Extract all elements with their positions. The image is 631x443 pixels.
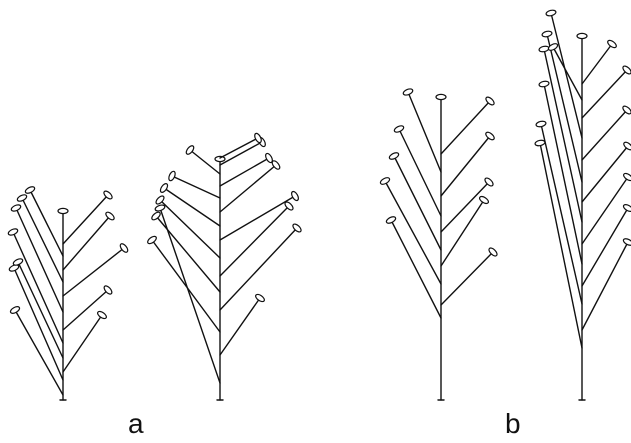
branch-a1-10 — [63, 216, 110, 270]
branch-a1-4 — [18, 262, 63, 358]
branch-b2-9 — [547, 34, 582, 182]
branch-b2-2 — [582, 242, 628, 330]
leaf-a2-8 — [290, 190, 300, 201]
leaf-b1-1 — [385, 215, 396, 224]
top-leaf-b1 — [436, 94, 446, 99]
branch-a1-3 — [63, 315, 102, 372]
leaf-b1-5 — [388, 151, 399, 160]
branch-b1-9 — [408, 92, 441, 172]
branch-b2-14 — [582, 44, 612, 84]
branch-a2-2 — [220, 298, 260, 355]
branch-b2-5 — [544, 84, 582, 264]
branch-b2-12 — [582, 70, 627, 118]
branch-b1-2 — [441, 252, 493, 305]
branch-a2-13 — [190, 150, 220, 174]
branch-a1-12 — [63, 195, 108, 244]
leaf-a2-9 — [159, 182, 169, 193]
leaf-b1-9 — [402, 88, 413, 97]
leaf-a2-3 — [146, 235, 157, 245]
branch-b2-6 — [582, 177, 628, 244]
leaf-b2-6 — [622, 172, 631, 182]
leaf-b2-14 — [606, 39, 617, 49]
branch-b2-3 — [541, 124, 582, 304]
top-leaf-a1 — [58, 208, 68, 213]
top-leaf-b2 — [577, 33, 587, 38]
leaf-a1-5 — [7, 228, 18, 237]
branch-a1-9 — [22, 198, 63, 282]
leaf-a2-1 — [154, 204, 165, 212]
leaf-b2-9 — [542, 30, 553, 37]
branch-a1-1 — [15, 310, 63, 395]
branch-b2-13 — [553, 47, 582, 100]
branch-a2-14 — [220, 142, 262, 165]
panel-label-b: b — [505, 410, 521, 438]
leaf-a2-12 — [264, 152, 273, 163]
branch-b1-8 — [441, 136, 490, 196]
leaf-b1-4 — [478, 195, 489, 205]
leaf-b1-3 — [379, 176, 390, 185]
branch-a1-8 — [63, 248, 124, 296]
panel-label-a: a — [128, 410, 144, 438]
leaf-a2-2 — [254, 293, 265, 303]
branch-b2-1 — [540, 143, 582, 348]
top-leaf-a2 — [215, 156, 225, 161]
branch-a2-6 — [220, 206, 289, 276]
branch-a2-10 — [220, 165, 276, 212]
branch-a2-11 — [172, 176, 220, 198]
leaf-b2-8 — [622, 141, 631, 151]
leaf-a1-3 — [96, 310, 107, 320]
leaf-b1-7 — [393, 124, 404, 133]
branch-a2-1 — [160, 208, 220, 383]
leaf-a1-9 — [16, 193, 27, 202]
branch-b1-7 — [399, 129, 441, 216]
leaf-a1-11 — [24, 185, 35, 194]
leaf-a2-15 — [253, 132, 262, 143]
branch-a2-3 — [152, 240, 220, 332]
leaf-a1-4 — [12, 258, 23, 267]
branch-b2-4 — [582, 208, 628, 286]
branch-a1-5 — [13, 232, 63, 343]
branch-a1-6 — [63, 290, 108, 330]
branch-b2-10 — [582, 110, 627, 160]
leaf-a1-8 — [119, 242, 129, 253]
leaf-a2-11 — [168, 170, 177, 181]
leaf-a1-7 — [10, 204, 21, 213]
leaf-b2-5 — [539, 80, 550, 87]
leaf-b2-1 — [535, 139, 546, 146]
branch-a2-7 — [160, 200, 220, 258]
leaf-a1-1 — [9, 305, 20, 314]
branch-b2-7 — [544, 49, 582, 222]
branch-b2-8 — [582, 146, 628, 202]
branch-a2-12 — [220, 158, 269, 186]
leaf-b2-11 — [546, 9, 557, 16]
branch-a1-2 — [14, 268, 63, 380]
branch-b1-6 — [441, 182, 489, 232]
leaf-b2-3 — [536, 120, 547, 127]
leaf-a2-13 — [185, 144, 195, 155]
